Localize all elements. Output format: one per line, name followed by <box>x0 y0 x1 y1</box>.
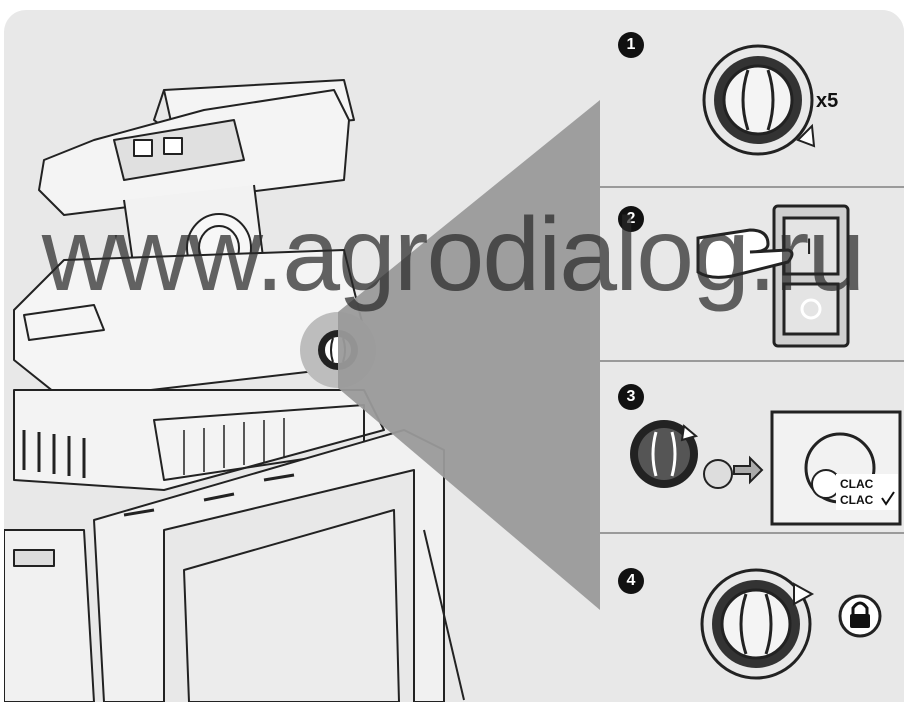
separator <box>600 186 904 188</box>
step-2-badge: 2 <box>618 206 644 232</box>
step-3-badge: 3 <box>618 384 644 410</box>
step-1-badge: 1 <box>618 32 644 58</box>
step-1-panel: 1 x5 <box>600 10 904 186</box>
hand-pressing-switch-icon: I O <box>696 204 850 348</box>
instruction-figure: 1 x5 2 I O <box>4 10 904 702</box>
step-4-panel: 4 <box>600 534 904 702</box>
switch-off-label: O <box>803 305 815 322</box>
padlock-icon <box>838 594 882 638</box>
zoom-cone <box>338 100 600 610</box>
knob-lock-icon <box>700 568 882 680</box>
clac-label-2: CLAC <box>840 493 874 507</box>
step-2-panel: 2 I O <box>600 188 904 360</box>
knob-rotate-icon: x5 <box>702 44 838 156</box>
turns-label: x5 <box>816 90 838 112</box>
separator <box>600 360 904 362</box>
steps-column: 1 x5 2 I O <box>600 10 904 702</box>
clac-label-1: CLAC <box>840 477 874 491</box>
switch-on-label: I <box>806 234 812 259</box>
step-4-badge: 4 <box>618 568 644 594</box>
step-3-panel: 3 CLAC CLAC <box>600 362 904 532</box>
knob-to-blade-icon: CLAC CLAC <box>630 410 902 526</box>
separator <box>600 532 904 534</box>
